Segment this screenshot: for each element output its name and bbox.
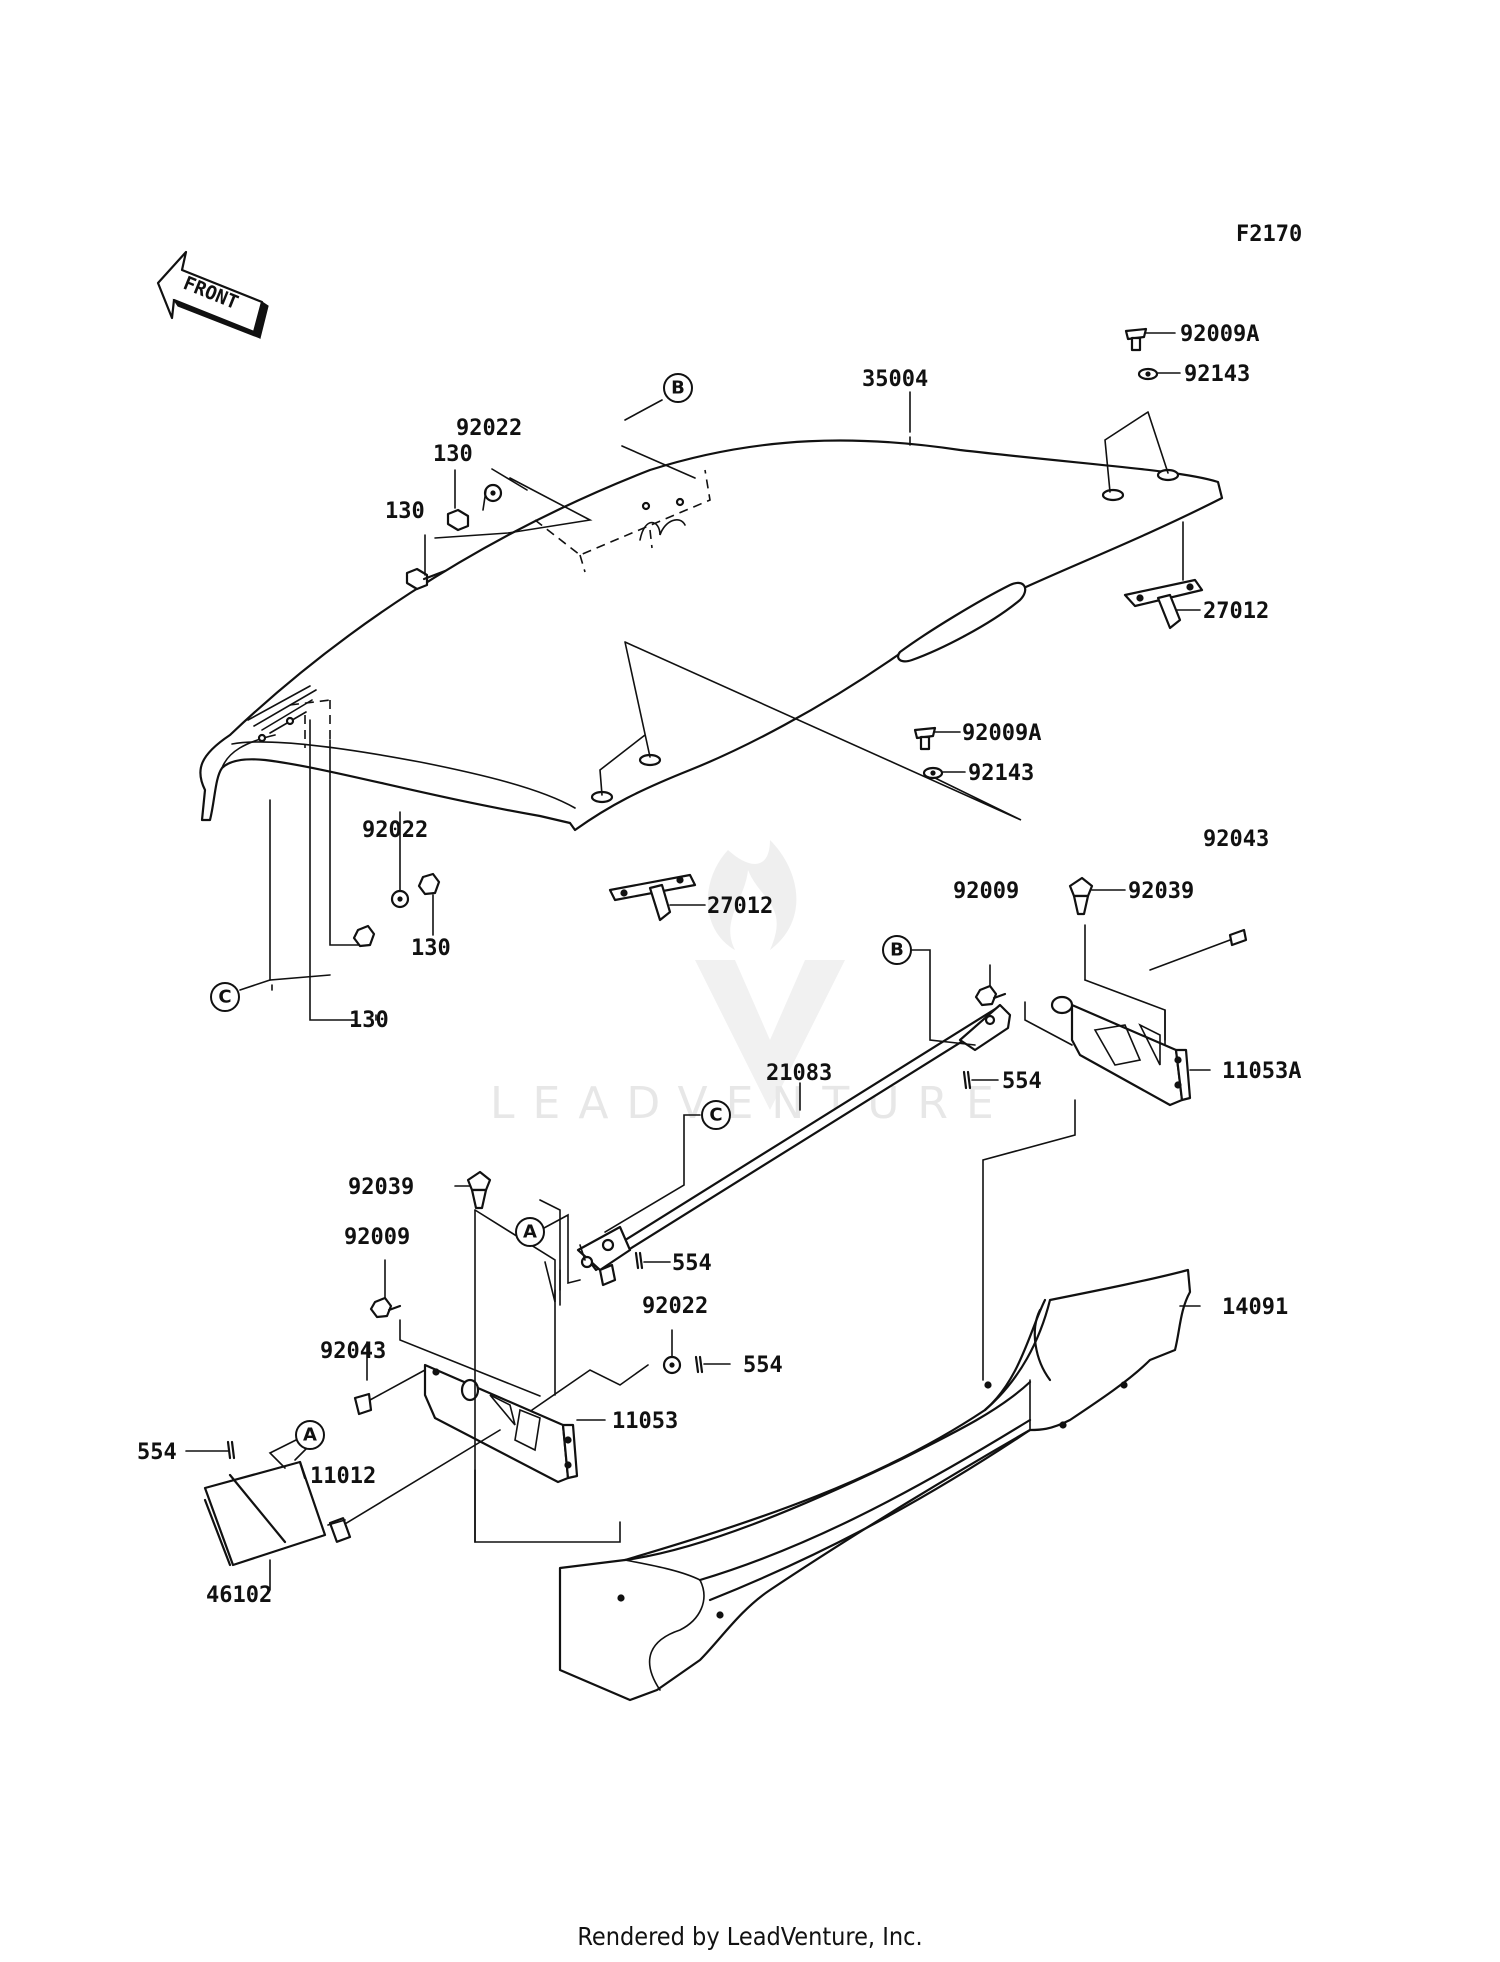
part-label-130-a: 130	[433, 442, 473, 467]
watermark: LEADVENTURE	[490, 840, 1012, 1129]
part-label-11053a: 11053A	[1222, 1059, 1301, 1084]
part-label-27012-left: 27012	[707, 894, 773, 919]
svg-text:C: C	[218, 987, 231, 1008]
roof-panel	[199, 439, 1224, 832]
callout-c-mid: C	[604, 1100, 731, 1233]
part-label-554-d: 554	[137, 1440, 177, 1465]
part-label-92009a-top: 92009A	[1180, 322, 1259, 347]
rod-21083	[576, 1003, 1012, 1287]
part-label-92043-right: 92043	[1203, 827, 1269, 852]
roof-leaders	[269, 411, 1184, 1021]
callout-a-low: A	[268, 1420, 325, 1469]
part-label-130-d: 130	[349, 1008, 389, 1033]
footer-credit: Rendered by LeadVenture, Inc.	[577, 1922, 922, 1951]
part-label-35004: 35004	[862, 367, 928, 392]
cover-14091	[558, 1099, 1192, 1702]
part-label-92039-right: 92039	[1128, 879, 1194, 904]
part-label-92009-left: 92009	[344, 1225, 410, 1250]
part-label-92043-left: 92043	[320, 1339, 386, 1364]
callout-b-top: B	[624, 373, 693, 421]
part-label-92039-left: 92039	[348, 1175, 414, 1200]
fasteners-roof	[352, 327, 1159, 948]
bracket-11053a	[1050, 995, 1192, 1107]
part-label-11012: 11012	[310, 1464, 376, 1489]
fasteners-front	[226, 876, 1248, 1460]
bracket-11053a-leaders	[1024, 924, 1231, 1046]
svg-text:A: A	[523, 1222, 537, 1243]
callout-c-left: C	[210, 979, 271, 1012]
rod-46102	[203, 1444, 327, 1591]
svg-text:A: A	[303, 1425, 317, 1446]
part-label-554-b: 554	[672, 1251, 712, 1276]
pin-11012	[328, 1517, 352, 1543]
part-label-130-b: 130	[385, 499, 425, 524]
part-label-46102: 46102	[206, 1583, 272, 1608]
part-label-130-c: 130	[411, 936, 451, 961]
part-label-554-c: 554	[743, 1353, 783, 1378]
part-label-92022-top: 92022	[456, 416, 522, 441]
bracket-11053-leaders	[334, 1199, 649, 1543]
figure-code: F2170	[1236, 222, 1302, 247]
part-label-92022-left: 92022	[362, 818, 428, 843]
bracket-27012-right	[1123, 578, 1204, 630]
part-label-92022-low: 92022	[642, 1294, 708, 1319]
callout-a-mid: A	[515, 1213, 581, 1285]
front-arrow-icon: FRONT	[156, 250, 269, 340]
part-label-92143-top: 92143	[1184, 362, 1250, 387]
watermark-text: LEADVENTURE	[490, 1078, 1012, 1129]
svg-text:C: C	[709, 1105, 722, 1126]
part-label-92009-right: 92009	[953, 879, 1019, 904]
part-label-92143-mid: 92143	[968, 761, 1034, 786]
label-leaders	[185, 332, 1211, 1526]
part-label-11053: 11053	[612, 1409, 678, 1434]
svg-text:B: B	[890, 940, 904, 961]
part-labels: 35004 92009A 92143 27012 92022 130 130 9…	[137, 322, 1301, 1608]
part-label-27012-right: 27012	[1203, 599, 1269, 624]
svg-text:B: B	[671, 378, 685, 399]
bracket-11053	[423, 1363, 579, 1484]
part-label-14091: 14091	[1222, 1295, 1288, 1320]
callout-b-mid: B	[882, 935, 976, 1046]
part-label-554-a: 554	[1002, 1069, 1042, 1094]
bracket-27012-left	[608, 873, 697, 922]
part-label-21083: 21083	[766, 1061, 832, 1086]
part-label-92009a-mid: 92009A	[962, 721, 1041, 746]
